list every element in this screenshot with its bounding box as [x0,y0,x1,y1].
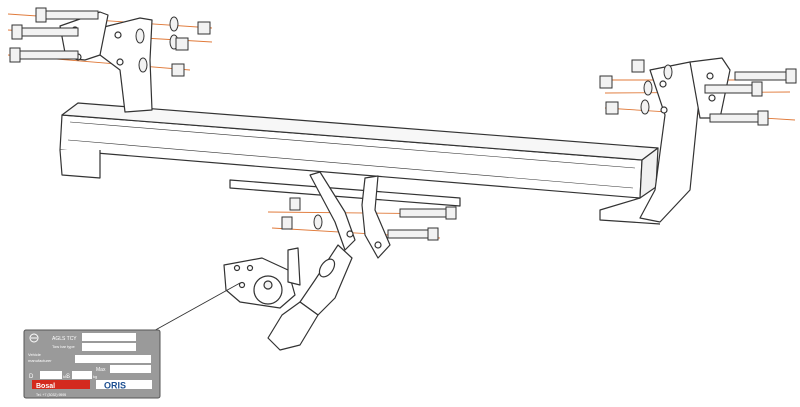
plate-s-label: S [66,374,70,380]
left-washers-nuts [135,16,211,77]
tow-ball-assembly [223,244,353,351]
right-bracket [639,57,731,223]
plate-brand-right: ORIS [104,381,126,391]
center-bolts [281,197,457,241]
plate-d-label: D [29,374,34,380]
cross-beam [59,102,661,225]
plate-footer: Tel. +7 (3032) 9595 [36,393,66,397]
plate-kg-label: kg [93,374,97,379]
plate-row-label-1: Vehicle [28,352,42,357]
plate-kn-label: kN [63,374,68,379]
center-brackets [309,171,391,259]
id-plate [23,329,161,399]
left-bracket [59,11,153,113]
plate-header-line-1: AGLS TCY [52,336,77,342]
plate-row-label-2: manufacturer [28,358,52,363]
left-bolt-middle [11,24,79,40]
plate-brand-left: Bosal [36,383,55,390]
right-bolt-top [734,68,797,84]
leader-line [149,282,241,334]
plate-max-label: Max [96,367,106,373]
right-bolt-bottom [709,110,769,126]
left-bolt-top [35,7,99,23]
plate-header-line-2: Tow bar type [52,344,75,349]
right-washers-nuts [599,59,673,115]
right-bolt-middle [704,81,763,97]
left-bolt-bottom [9,47,79,63]
plate-logo-icon [29,333,39,343]
